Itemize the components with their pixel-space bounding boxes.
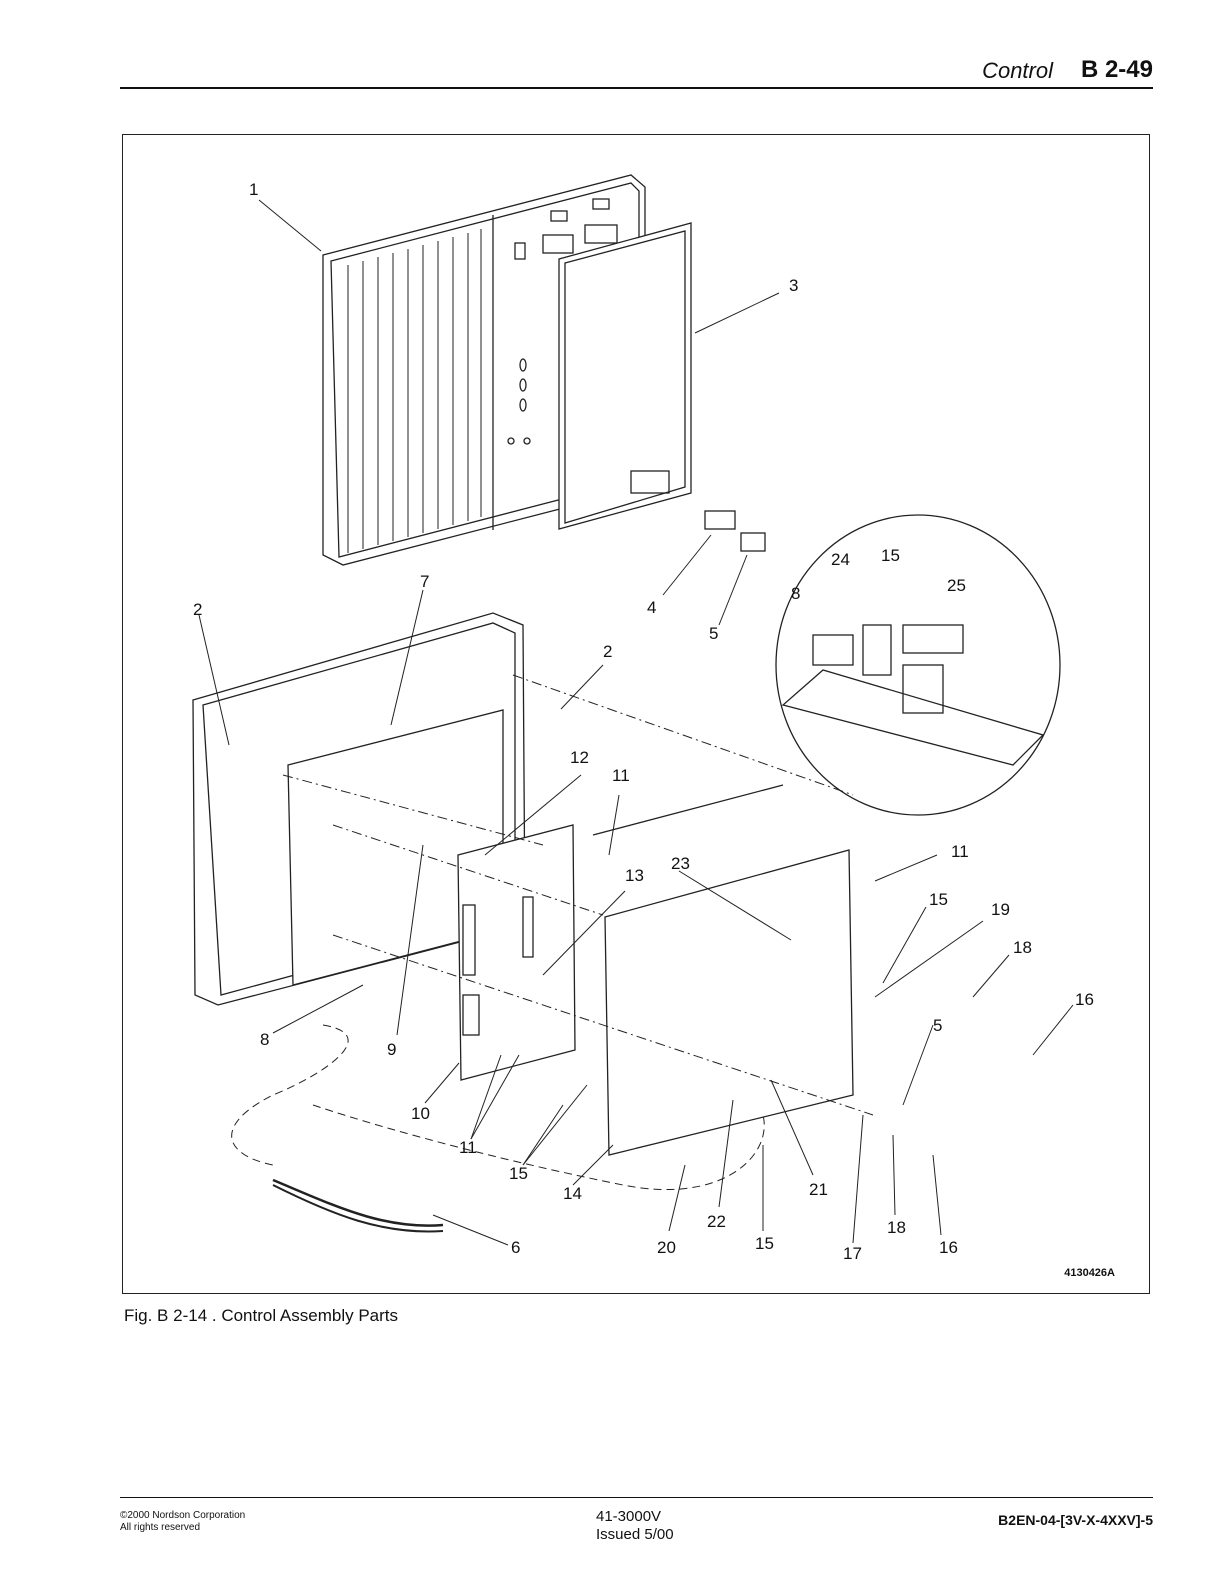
exploded-assembly-drawing: [123, 135, 1149, 1293]
callout-20: 20: [657, 1239, 676, 1256]
callout-13: 13: [625, 867, 644, 884]
callout-9: 9: [387, 1041, 396, 1058]
footer-rule: [120, 1497, 1153, 1498]
rights-text: All rights reserved: [120, 1522, 245, 1534]
callout-15: 15: [881, 547, 900, 564]
callout-18-b: 18: [887, 1219, 906, 1236]
header-rule: [120, 87, 1153, 89]
callout-5-b: 5: [933, 1017, 942, 1034]
issued-date: Issued 5/00: [596, 1526, 674, 1544]
rocker-switch-drawing: [705, 511, 735, 529]
callout-24: 24: [831, 551, 850, 568]
callout-15-d: 15: [755, 1235, 774, 1252]
wire-harness-drawing: [273, 1180, 443, 1226]
footer-doc-block: 41-3000V Issued 5/00: [596, 1508, 674, 1544]
callout-4: 4: [647, 599, 656, 616]
callout-21: 21: [809, 1181, 828, 1198]
callout-1: 1: [249, 181, 258, 198]
page-number: B 2-49: [1081, 56, 1153, 84]
figure-caption: Fig. B 2-14 . Control Assembly Parts: [124, 1306, 398, 1326]
power-board-drawing: [605, 850, 853, 1155]
callout-22: 22: [707, 1213, 726, 1230]
callout-3: 3: [789, 277, 798, 294]
page-header: Control B 2-49: [120, 52, 1153, 90]
callout-7: 7: [420, 573, 429, 590]
callout-16-b: 16: [939, 1239, 958, 1256]
doc-number: 41-3000V: [596, 1508, 674, 1526]
drawing-number: 4130426A: [1064, 1267, 1115, 1279]
callout-11-b: 11: [951, 843, 969, 860]
callout-8-b: 8: [260, 1031, 269, 1048]
callout-25: 25: [947, 577, 966, 594]
callout-6: 6: [511, 1239, 520, 1256]
membrane-overlay-drawing: [559, 223, 691, 529]
callout-19: 19: [991, 901, 1010, 918]
callout-11: 11: [612, 767, 630, 784]
footer-code: B2EN-04-[3V-X-4XXV]-5: [998, 1512, 1153, 1528]
callout-2: 2: [193, 601, 202, 618]
callout-14: 14: [563, 1185, 582, 1202]
callout-17: 17: [843, 1245, 862, 1262]
callout-15-b: 15: [929, 891, 948, 908]
callout-12: 12: [570, 749, 589, 766]
callout-18: 18: [1013, 939, 1032, 956]
copyright-text: ©2000 Nordson Corporation: [120, 1510, 245, 1522]
callout-8: 8: [791, 585, 800, 602]
callout-11-c: 11: [459, 1139, 477, 1156]
callout-23: 23: [671, 855, 690, 872]
section-name: Control: [982, 58, 1053, 84]
callout-10: 10: [411, 1105, 430, 1122]
callout-5: 5: [709, 625, 718, 642]
figure-frame: 1 3 7 2 4 5 24 15 8 25 2 12 11 11 23 13 …: [122, 134, 1150, 1294]
footer-copyright-block: ©2000 Nordson Corporation All rights res…: [120, 1510, 245, 1534]
callout-2-b: 2: [603, 643, 612, 660]
callout-15-c: 15: [509, 1165, 528, 1182]
callout-16: 16: [1075, 991, 1094, 1008]
